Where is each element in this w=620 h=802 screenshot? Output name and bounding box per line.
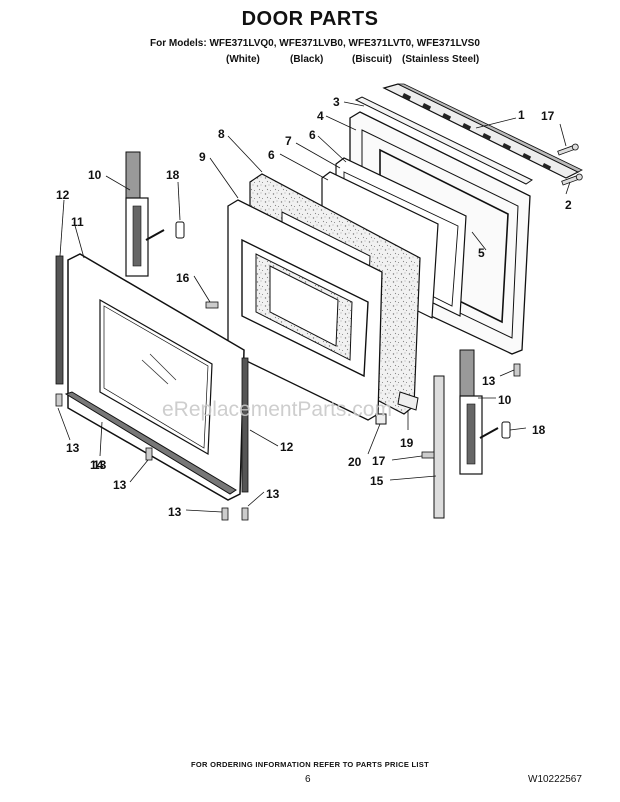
callout-12: 12 bbox=[56, 188, 70, 202]
callout-5: 5 bbox=[478, 246, 485, 260]
callout-10: 10 bbox=[498, 393, 512, 407]
hinge-left bbox=[125, 151, 165, 277]
callout-9: 9 bbox=[199, 150, 206, 164]
callout-16: 16 bbox=[176, 271, 190, 285]
variant-biscuit: (Biscuit) bbox=[352, 54, 392, 65]
callout-13: 13 bbox=[266, 487, 280, 501]
callout-8: 8 bbox=[218, 127, 225, 141]
hinge-right bbox=[459, 349, 499, 475]
callout-6: 6 bbox=[309, 128, 316, 142]
callout-6: 6 bbox=[268, 148, 275, 162]
outer-door-glass bbox=[67, 253, 245, 501]
page-number: 6 bbox=[305, 774, 311, 785]
vent-trim bbox=[382, 83, 583, 179]
leader-lines bbox=[57, 101, 571, 513]
callout-17: 17 bbox=[372, 454, 386, 468]
hinge-channel bbox=[433, 375, 445, 519]
watermark: eReplacementParts.com bbox=[162, 398, 392, 421]
variant-black: (Black) bbox=[290, 54, 324, 65]
callout-13: 13 bbox=[113, 478, 127, 492]
callout-15: 15 bbox=[370, 474, 384, 488]
callout-14: 14 bbox=[90, 458, 104, 472]
document-number: W10222567 bbox=[528, 774, 582, 785]
callout-13: 13 bbox=[168, 505, 182, 519]
callout-12: 12 bbox=[280, 440, 294, 454]
callout-13: 13 bbox=[482, 374, 496, 388]
ordering-note: FOR ORDERING INFORMATION REFER TO PARTS … bbox=[191, 760, 429, 769]
page-title: DOOR PARTS bbox=[241, 8, 379, 30]
variant-white: (White) bbox=[226, 54, 260, 65]
side-trim-right bbox=[241, 357, 249, 493]
callout-10: 10 bbox=[88, 168, 102, 182]
top-channel bbox=[354, 96, 534, 185]
variant-stainless-steel: (Stainless Steel) bbox=[402, 54, 480, 65]
callout-3: 3 bbox=[333, 95, 340, 109]
callout-2: 2 bbox=[565, 198, 572, 212]
callout-19: 19 bbox=[400, 436, 414, 450]
callout-20: 20 bbox=[348, 455, 362, 469]
callout-11: 11 bbox=[71, 215, 84, 229]
callout-7: 7 bbox=[285, 134, 292, 148]
side-trim-left bbox=[55, 255, 64, 385]
callout-4: 4 bbox=[317, 109, 324, 123]
callout-18: 18 bbox=[166, 168, 180, 182]
callout-17: 17 bbox=[541, 109, 555, 123]
screws bbox=[55, 301, 521, 521]
callout-13: 13 bbox=[93, 458, 107, 472]
hinge-receptacle-left bbox=[175, 221, 185, 239]
top-screws bbox=[557, 143, 583, 186]
callout-1: 1 bbox=[518, 108, 525, 122]
door-bracket bbox=[397, 391, 419, 411]
models-line: For Models: WFE371LVQ0, WFE371LVB0, WFE3… bbox=[150, 38, 480, 49]
callout-13: 13 bbox=[66, 441, 80, 455]
callout-18: 18 bbox=[532, 423, 546, 437]
bracket-clip bbox=[375, 413, 387, 425]
bottom-trim bbox=[64, 391, 237, 495]
hinge-receptacle-right bbox=[501, 421, 511, 439]
callout-numbers: 1 2 3 4 5 6 6 7 8 9 10 10 11 12 12 13 13… bbox=[56, 95, 572, 519]
